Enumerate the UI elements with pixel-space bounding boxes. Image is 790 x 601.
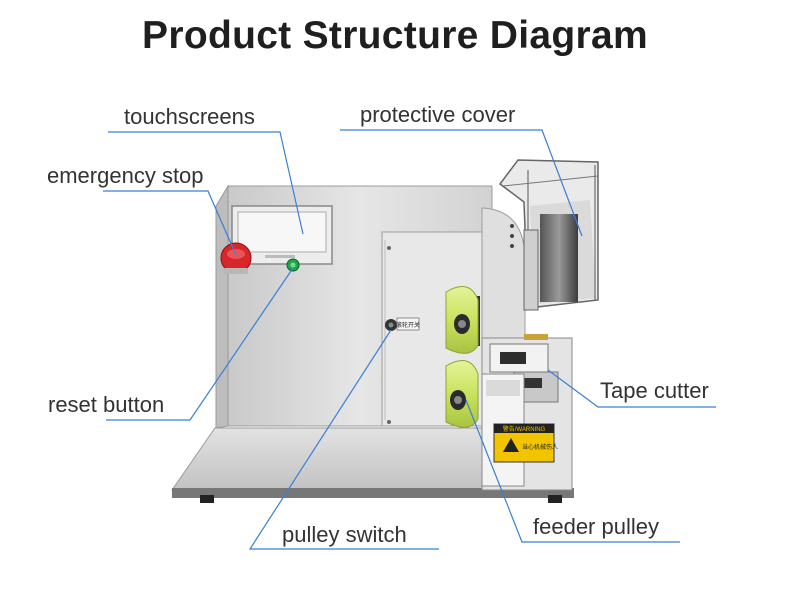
label-tape-cutter: Tape cutter: [600, 378, 709, 403]
warning-decal: 警告/WARNING 当心机械伤人: [493, 423, 558, 463]
leader-lines: [103, 129, 716, 550]
label-feeder-pulley: feeder pulley: [533, 514, 659, 539]
reset-button: [286, 258, 300, 272]
label-protective-cover: protective cover: [360, 102, 516, 127]
page-title: Product Structure Diagram: [142, 14, 648, 57]
label-emergency-stop: emergency stop: [47, 163, 204, 188]
label-touchscreens: touchscreens: [124, 104, 255, 129]
leader-feeder-pulley: [465, 399, 680, 543]
leader-tape-cutter: [547, 369, 716, 408]
emergency-stop-button: [220, 242, 252, 274]
leader-emergency-stop: [103, 190, 237, 256]
touchscreen: [231, 205, 333, 265]
label-pulley-switch: pulley switch: [282, 522, 407, 547]
leader-reset-button: [106, 267, 294, 421]
warning-body-text: 当心机械伤人: [522, 443, 558, 451]
leader-protective-cover: [340, 129, 583, 237]
pulley-switch: 滚轮开关: [385, 317, 420, 331]
leader-pulley-switch: [248, 329, 439, 550]
label-reset-button: reset button: [48, 392, 165, 417]
switch-plate-text: 滚轮开关: [396, 321, 420, 329]
warning-header-text: 警告/WARNING: [503, 425, 546, 433]
protective-cover: [498, 159, 599, 311]
leader-touchscreens: [108, 131, 304, 235]
